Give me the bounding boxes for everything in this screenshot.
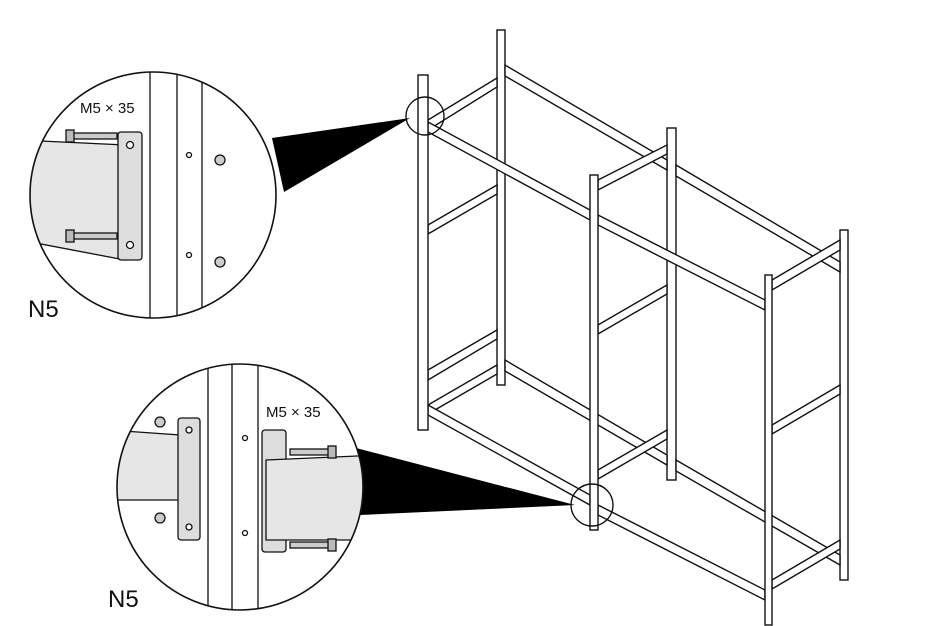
part-code-bottom: N5 (108, 586, 139, 613)
bolt-spec-bottom: M5 × 35 (266, 404, 321, 421)
part-code-top: N5 (28, 296, 59, 323)
highlight-circle-bottom (570, 483, 614, 527)
highlight-circle-top (405, 96, 445, 136)
detail-circle-bottom (116, 363, 364, 611)
bolt-spec-top: M5 × 35 (80, 100, 135, 117)
callout-wedge-top (272, 118, 410, 192)
callout-wedge-bottom (356, 448, 575, 515)
shelf-frame (417, 29, 849, 626)
detail-circle-top (29, 71, 277, 319)
